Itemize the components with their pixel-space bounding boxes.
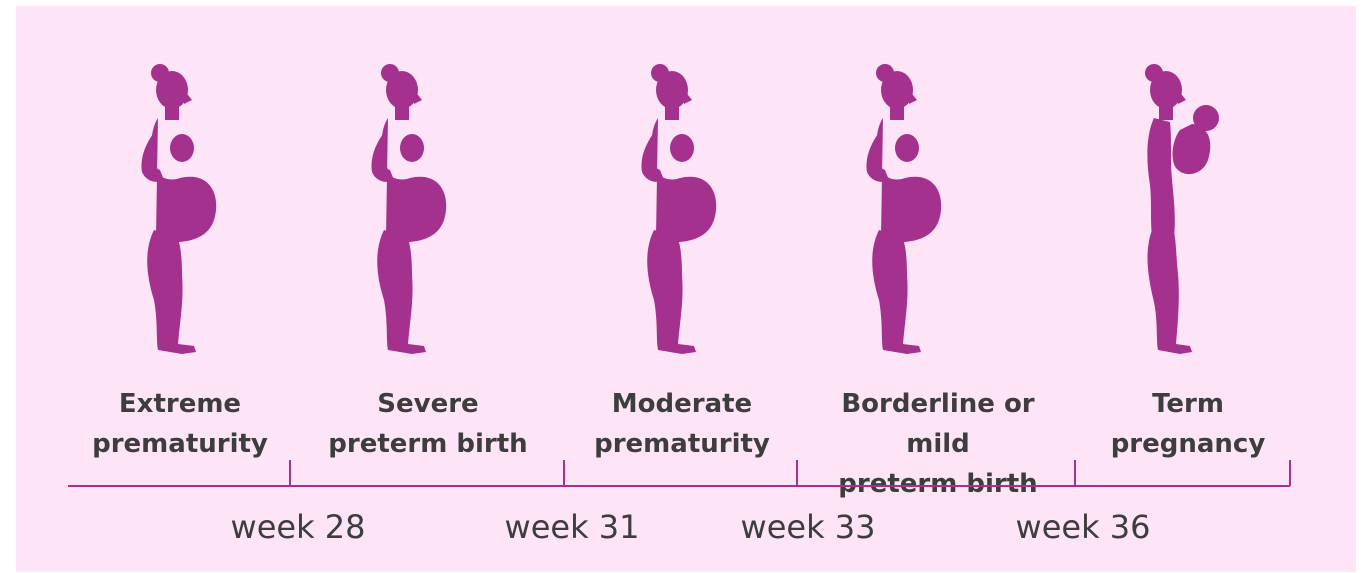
stage-label-moderate-prematurity: Moderate prematurity (552, 384, 812, 464)
pregnant-woman-icon (110, 60, 260, 360)
week-label-33: week 33 (718, 508, 898, 546)
pregnant-woman-icon (340, 60, 490, 360)
pregnant-woman-icon (610, 60, 760, 360)
stage-label-severe-preterm-birth: Severe preterm birth (298, 384, 558, 464)
stage-label-extreme-prematurity: Extreme prematurity (50, 384, 310, 464)
mother-holding-baby-icon (1110, 60, 1260, 360)
pregnant-woman-icon (835, 60, 985, 360)
week-label-36: week 36 (993, 508, 1173, 546)
week-label-28: week 28 (208, 508, 388, 546)
stage-label-term-pregnancy: Term pregnancy (1058, 384, 1318, 464)
stage-label-borderline-preterm-birth: Borderline or mild preterm birth (808, 384, 1068, 504)
week-label-31: week 31 (482, 508, 662, 546)
